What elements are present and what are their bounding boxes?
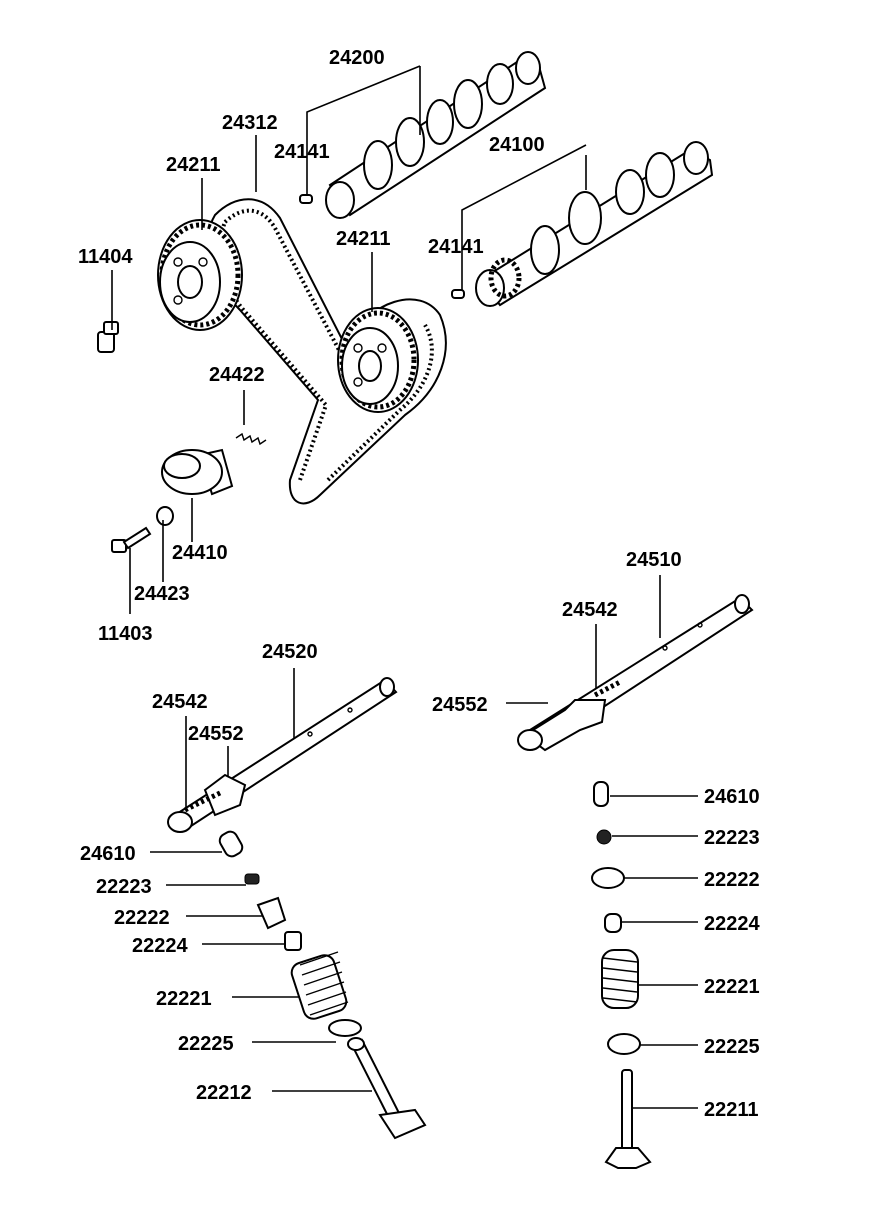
label-pin-bottom-24141: 24141 (428, 236, 484, 258)
label-seat-left-22225: 22225 (178, 1033, 234, 1055)
seal-22224-right (604, 913, 622, 933)
sprocket-24211-left (157, 219, 243, 331)
label-retainer-left-22222: 22222 (114, 907, 170, 929)
retainer-22222-right (591, 867, 625, 889)
seal-22224-left (284, 931, 302, 951)
keeper-22223-left (244, 873, 260, 885)
lash-adjuster-24610-right (593, 781, 609, 807)
label-retainer-right-22222: 22222 (704, 869, 760, 891)
label-rocker-spring-right-24542: 24542 (562, 599, 618, 621)
bolt-11404 (97, 321, 119, 353)
seat-22225-right (607, 1033, 641, 1055)
label-lash-adjuster-left-24610: 24610 (80, 843, 136, 865)
label-rocker-arm-left-24552: 24552 (188, 723, 244, 745)
spring-22221-left (290, 951, 349, 1020)
label-spring-right-22221: 22221 (704, 976, 760, 998)
label-timing-belt-24312: 24312 (222, 112, 278, 134)
rocker-arm-24552-left (167, 773, 247, 833)
pin-24141-top (299, 194, 313, 204)
rocker-spring-24542-left (183, 789, 224, 813)
spring-22221-right (601, 949, 639, 1009)
seat-22225-left (328, 1019, 362, 1037)
retainer-22222-left (256, 896, 287, 930)
label-washer-24423: 24423 (134, 583, 190, 605)
camshaft-24200 (325, 51, 547, 219)
label-lash-adjuster-right-24610: 24610 (704, 786, 760, 808)
bolt-11403 (111, 526, 152, 553)
washer-24423 (156, 506, 174, 526)
label-seal-left-22224: 22224 (132, 935, 188, 957)
label-spring-left-22221: 22221 (156, 988, 212, 1010)
label-pin-top-24141: 24141 (274, 141, 330, 163)
label-rocker-arm-right-24552: 24552 (432, 694, 488, 716)
label-rocker-shaft-24520: 24520 (262, 641, 318, 663)
label-valve-22211: 22211 (704, 1099, 759, 1121)
keeper-22223-right (596, 829, 612, 845)
label-rocker-spring-left-24542: 24542 (152, 691, 208, 713)
leader-lines (111, 65, 698, 1109)
label-keeper-right-22223: 22223 (704, 827, 760, 849)
sprocket-24211-right (337, 307, 419, 413)
rocker-spring-24542-right (593, 679, 622, 698)
label-pulley-24410: 24410 (172, 542, 228, 564)
label-sprocket-right-24211: 24211 (336, 228, 391, 250)
tensioner-pulley-24410 (161, 448, 234, 496)
rocker-shaft-24520 (173, 677, 398, 830)
spring-24422 (235, 432, 267, 446)
label-seal-right-22224: 22224 (704, 913, 760, 935)
rocker-arm-24552-right (517, 699, 607, 752)
pin-24141-bottom (451, 289, 465, 299)
label-camshaft-24100: 24100 (489, 134, 545, 156)
label-keeper-left-22223: 22223 (96, 876, 152, 898)
label-bolt-11404: 11404 (78, 246, 133, 268)
valve-22211 (604, 1069, 652, 1169)
label-bolt-11403: 11403 (98, 623, 153, 645)
label-valve-22212: 22212 (196, 1082, 252, 1104)
label-sprocket-left-24211: 24211 (166, 154, 221, 176)
label-spring-24422: 24422 (209, 364, 265, 386)
lash-adjuster-24610-left (218, 830, 244, 858)
label-rocker-shaft-24510: 24510 (626, 549, 682, 571)
label-camshaft-24200: 24200 (329, 47, 385, 69)
camshaft-24100 (475, 141, 714, 307)
valve-22212 (347, 1037, 427, 1140)
label-seat-right-22225: 22225 (704, 1036, 760, 1058)
